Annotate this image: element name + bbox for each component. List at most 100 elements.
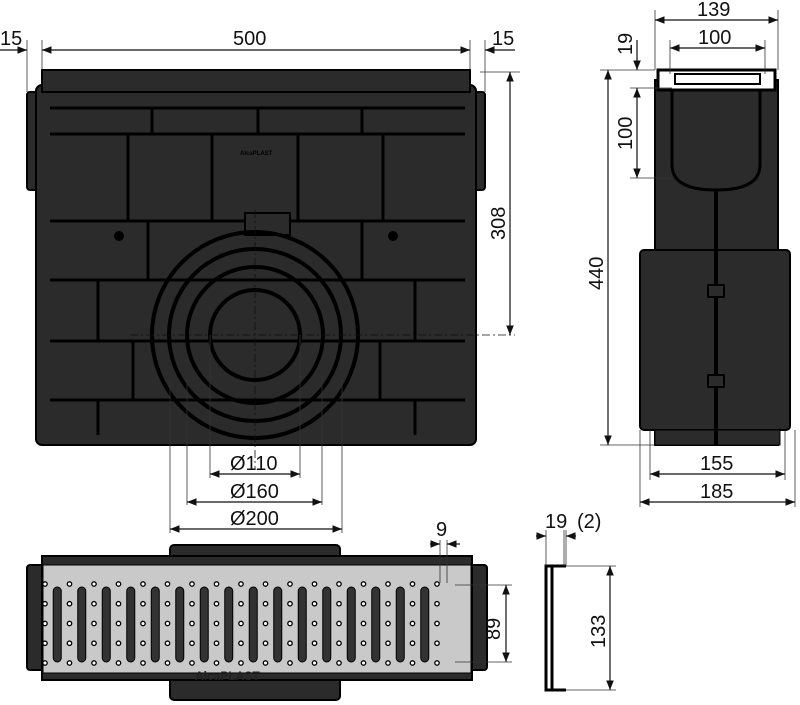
grate-hole — [238, 620, 244, 627]
grate-hole — [287, 581, 293, 587]
outlet-tab — [244, 212, 291, 236]
grate-hole — [213, 660, 220, 666]
grate-hole — [66, 660, 73, 666]
grate-hole — [66, 640, 73, 647]
grate-hole — [360, 581, 367, 587]
grate-hole — [311, 620, 318, 627]
dim-lip: 19 — [615, 33, 637, 55]
grate-hole — [434, 640, 440, 647]
grate-hole — [66, 620, 73, 627]
grate-hole — [336, 640, 342, 647]
grate-hole — [164, 620, 171, 627]
grate-hole — [164, 660, 171, 666]
grate-slot — [101, 586, 111, 663]
grate-slot — [175, 586, 185, 663]
top-rim — [41, 69, 471, 93]
grate-hole — [385, 600, 391, 607]
grate-hole — [262, 581, 269, 587]
dim-gap: (2) — [577, 511, 601, 533]
grate-view: AlcaPLAST 9 89 — [26, 519, 512, 701]
grate-hole — [360, 600, 367, 607]
grate-hole — [42, 581, 48, 587]
dim-d160: Ø160 — [230, 481, 279, 503]
grate-hole — [115, 640, 122, 647]
grate-hole — [42, 620, 48, 627]
grate-hole — [409, 620, 416, 627]
grate-hole — [409, 600, 416, 607]
grate-hole — [262, 620, 269, 627]
grate-hole — [42, 600, 48, 607]
body-logo: AlcaPLAST — [240, 151, 273, 157]
grate-hole — [311, 660, 318, 666]
grate-hole — [238, 640, 244, 647]
grate-hole — [385, 660, 391, 666]
dim-height: 440 — [586, 257, 608, 290]
grate-hole — [238, 600, 244, 607]
grate-logo: AlcaPLAST — [195, 669, 260, 683]
grate-hole — [360, 620, 367, 627]
dim-left-lug: 15 — [0, 28, 22, 50]
grate-profile — [544, 564, 558, 692]
grate-slot — [420, 586, 430, 663]
grate-slot — [126, 586, 136, 663]
grate-hole — [164, 581, 171, 587]
grate-hole — [287, 640, 293, 647]
grate-hole — [164, 640, 171, 647]
dim-right-lug: 15 — [492, 28, 514, 50]
grate-slot — [77, 586, 87, 663]
grate-hole — [115, 620, 122, 627]
catch-basin-body — [35, 84, 477, 446]
dim-profile-height: 133 — [588, 615, 610, 648]
grate-hole — [409, 581, 416, 587]
dim-thickness: 19 — [545, 511, 567, 533]
grate-hole — [336, 620, 342, 627]
grate-slot — [322, 586, 332, 663]
grate-hole — [311, 640, 318, 647]
grate-hole — [189, 620, 195, 627]
dim-d110: Ø110 — [230, 453, 277, 475]
dim-frame-depth: 100 — [615, 117, 637, 150]
grate-hole — [213, 581, 220, 587]
grate-hole — [238, 660, 244, 666]
dim-bottom-outer: 185 — [700, 481, 733, 503]
grate-pattern — [42, 581, 440, 666]
dim-width: 500 — [233, 28, 266, 50]
grate-hole — [311, 581, 318, 587]
grate-slot — [297, 586, 307, 663]
mount-hole-left — [114, 231, 124, 241]
grate-hole — [115, 600, 122, 607]
grate-hole — [91, 600, 97, 607]
grate-slot — [52, 586, 62, 663]
dim-d200: Ø200 — [230, 508, 279, 530]
grate-hole — [360, 640, 367, 647]
grate-hole — [360, 660, 367, 666]
front-view: AlcaPLAST 15 500 15 308 Ø110 Ø160 Ø200 — [0, 28, 520, 533]
grate-hole — [213, 640, 220, 647]
grate-hole — [434, 620, 440, 627]
grate-hole — [213, 620, 220, 627]
grate-slot — [150, 586, 160, 663]
dim-slot-length: 89 — [483, 618, 505, 640]
dim-bottom-inner: 155 — [700, 453, 733, 475]
grate-hole — [140, 640, 146, 647]
profile-view: 19 (2) 133 — [536, 511, 616, 692]
grate-hole — [336, 600, 342, 607]
grate-hole — [213, 600, 220, 607]
grate-hole — [91, 640, 97, 647]
grate-slot — [199, 586, 209, 663]
grate-hole — [66, 581, 73, 587]
dim-slot-width: 9 — [436, 519, 447, 541]
grate-hole — [91, 660, 97, 666]
grate-hole — [140, 600, 146, 607]
grate-hole — [164, 600, 171, 607]
grate-hole — [311, 600, 318, 607]
grate-hole — [238, 581, 244, 587]
grate-hole — [115, 581, 122, 587]
side-view: 139 100 19 100 440 155 185 — [586, 0, 796, 507]
grate-hole — [287, 600, 293, 607]
grate-hole — [434, 660, 440, 666]
grate-hole — [140, 620, 146, 627]
grate-hole — [91, 581, 97, 587]
